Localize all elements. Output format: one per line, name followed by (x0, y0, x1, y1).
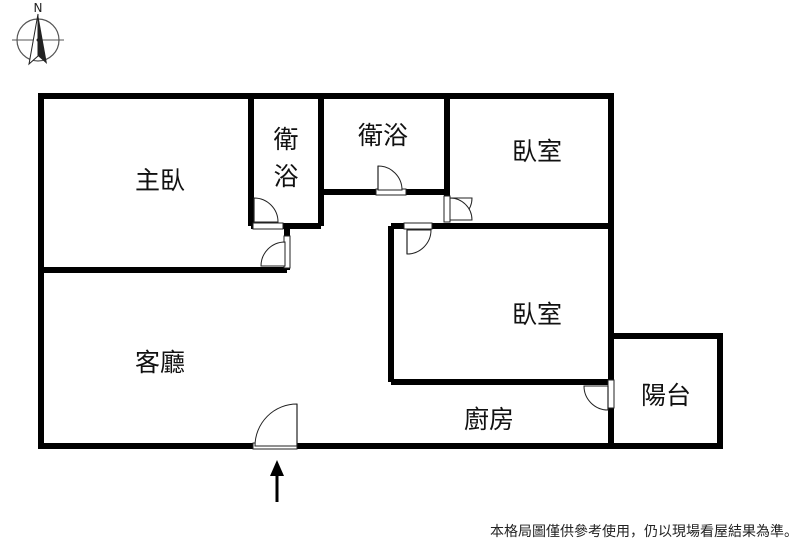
room-label-balcony: 陽台 (641, 381, 691, 410)
compass-icon: N (12, 1, 64, 66)
north-label: N (34, 1, 43, 15)
room-label-living-room: 客廳 (135, 348, 185, 377)
room-label-master-bedroom: 主臥 (135, 166, 185, 195)
room-label-kitchen: 廚房 (464, 405, 514, 434)
doors (253, 165, 609, 447)
room-label-bathroom-left-2: 浴 (273, 162, 298, 191)
room-label-bathroom-left-1: 衛 (273, 125, 298, 154)
room-label-bedroom-top: 臥室 (512, 137, 562, 166)
disclaimer-text: 本格局圖僅供參考使用，仍以現場看屋結果為準。 (490, 524, 798, 540)
entrance-arrow-icon (270, 460, 284, 502)
room-label-bathroom-right: 衛浴 (358, 121, 408, 150)
room-label-bedroom-mid: 臥室 (512, 300, 562, 329)
